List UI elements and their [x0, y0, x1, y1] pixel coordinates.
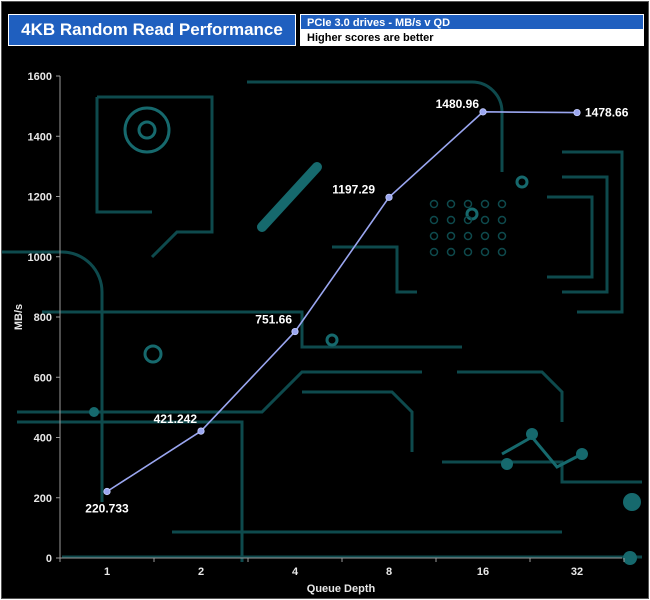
circuit-ring: [325, 333, 339, 347]
circuit-trace: [457, 370, 564, 422]
circuit-dot: [526, 428, 538, 440]
data-point: [385, 193, 393, 201]
circuit-trace: [302, 390, 414, 452]
y-tick-label: 400: [34, 433, 52, 445]
circuit-trace: [95, 97, 152, 214]
x-tick-label: 8: [386, 566, 392, 578]
x-tick-label: 32: [571, 566, 583, 578]
circuit-ring: [123, 106, 171, 154]
circuit-via: [480, 231, 490, 241]
circuit-trace: [97, 95, 214, 259]
y-tick-label: 1400: [28, 131, 52, 143]
circuit-via: [463, 247, 473, 257]
y-tick-label: 600: [34, 372, 52, 384]
circuit-via: [497, 215, 507, 225]
circuit-ring: [137, 120, 157, 140]
data-label: 220.733: [85, 502, 129, 516]
circuit-trace: [562, 150, 624, 314]
chart-axes: 0 200 400 600 800 1000 1200 1400 1600 1 2 4 8 16 32Que…: [13, 71, 625, 595]
circuit-via: [463, 231, 473, 241]
y-axis-label: MB/s: [13, 304, 25, 330]
circuit-via: [497, 199, 507, 209]
circuit-dot: [89, 407, 99, 417]
y-tick-label: 0: [46, 553, 52, 565]
y-tick-label: 1000: [28, 252, 52, 264]
data-label: 751.66: [255, 313, 292, 327]
data-point: [103, 487, 111, 496]
circuit-pad: [257, 162, 322, 232]
chart-subtitle: PCIe 3.0 drives - MB/s v QD: [300, 14, 644, 30]
circuit-trace: [2, 250, 104, 502]
circuit-ring: [143, 344, 163, 364]
chart-note: Higher scores are better: [300, 30, 644, 46]
circuit-trace: [17, 370, 422, 414]
x-tick-label: 4: [292, 566, 299, 578]
circuit-via: [480, 199, 490, 209]
circuit-trace: [562, 175, 609, 294]
chart-labels: 220.733 421.242 751.66 1197.29 1480.96 1478.6…: [85, 97, 628, 516]
circuit-via: [463, 199, 473, 209]
circuit-trace: [17, 420, 244, 562]
data-point: [573, 108, 581, 117]
circuit-via: [446, 199, 456, 209]
data-point: [479, 108, 487, 116]
circuit-dot: [623, 493, 641, 511]
chart-series: [103, 108, 581, 496]
circuit-trace: [442, 460, 642, 484]
y-tick-label: 1600: [28, 71, 52, 83]
chart-subtitle-box: PCIe 3.0 drives - MB/s v QD Higher score…: [300, 14, 644, 46]
circuit-dot: [501, 458, 513, 470]
circuit-ring: [515, 175, 529, 189]
x-tick-label: 16: [477, 566, 489, 578]
data-label: 1197.29: [332, 182, 375, 196]
circuit-trace: [501, 435, 583, 469]
circuit-via: [429, 231, 439, 241]
circuit-via: [446, 247, 456, 257]
circuit-background: [2, 80, 642, 565]
circuit-via: [429, 247, 439, 257]
circuit-via: [497, 231, 507, 241]
y-tick-label: 1200: [28, 192, 52, 204]
circuit-via: [429, 199, 439, 209]
data-label: 1478.66: [585, 106, 629, 120]
chart-header: 4KB Random Read Performance PCIe 3.0 dri…: [8, 14, 644, 46]
chart-title: 4KB Random Read Performance: [8, 14, 296, 46]
circuit-via: [429, 215, 439, 225]
circuit-via: [463, 215, 473, 225]
x-axis-label: Queue Depth: [307, 583, 376, 595]
data-point: [291, 327, 299, 336]
data-point: [197, 427, 205, 435]
data-label: 421.242: [154, 412, 198, 426]
y-tick-label: 800: [34, 312, 52, 324]
circuit-via: [480, 215, 490, 225]
y-tick-label: 200: [34, 493, 52, 505]
circuit-via: [480, 247, 490, 257]
circuit-via: [446, 215, 456, 225]
circuit-trace: [547, 195, 594, 279]
circuit-via: [497, 247, 507, 257]
x-tick-label: 2: [198, 566, 204, 578]
circuit-dot: [576, 448, 588, 460]
circuit-ring: [465, 207, 479, 221]
circuit-trace: [247, 80, 504, 172]
x-tick-label: 1: [104, 566, 110, 578]
circuit-trace: [332, 245, 417, 294]
circuit-via: [446, 231, 456, 241]
series-line: [106, 111, 578, 493]
circuit-trace: [42, 310, 462, 349]
data-label: 1480.96: [436, 97, 480, 111]
circuit-dot: [623, 551, 637, 565]
